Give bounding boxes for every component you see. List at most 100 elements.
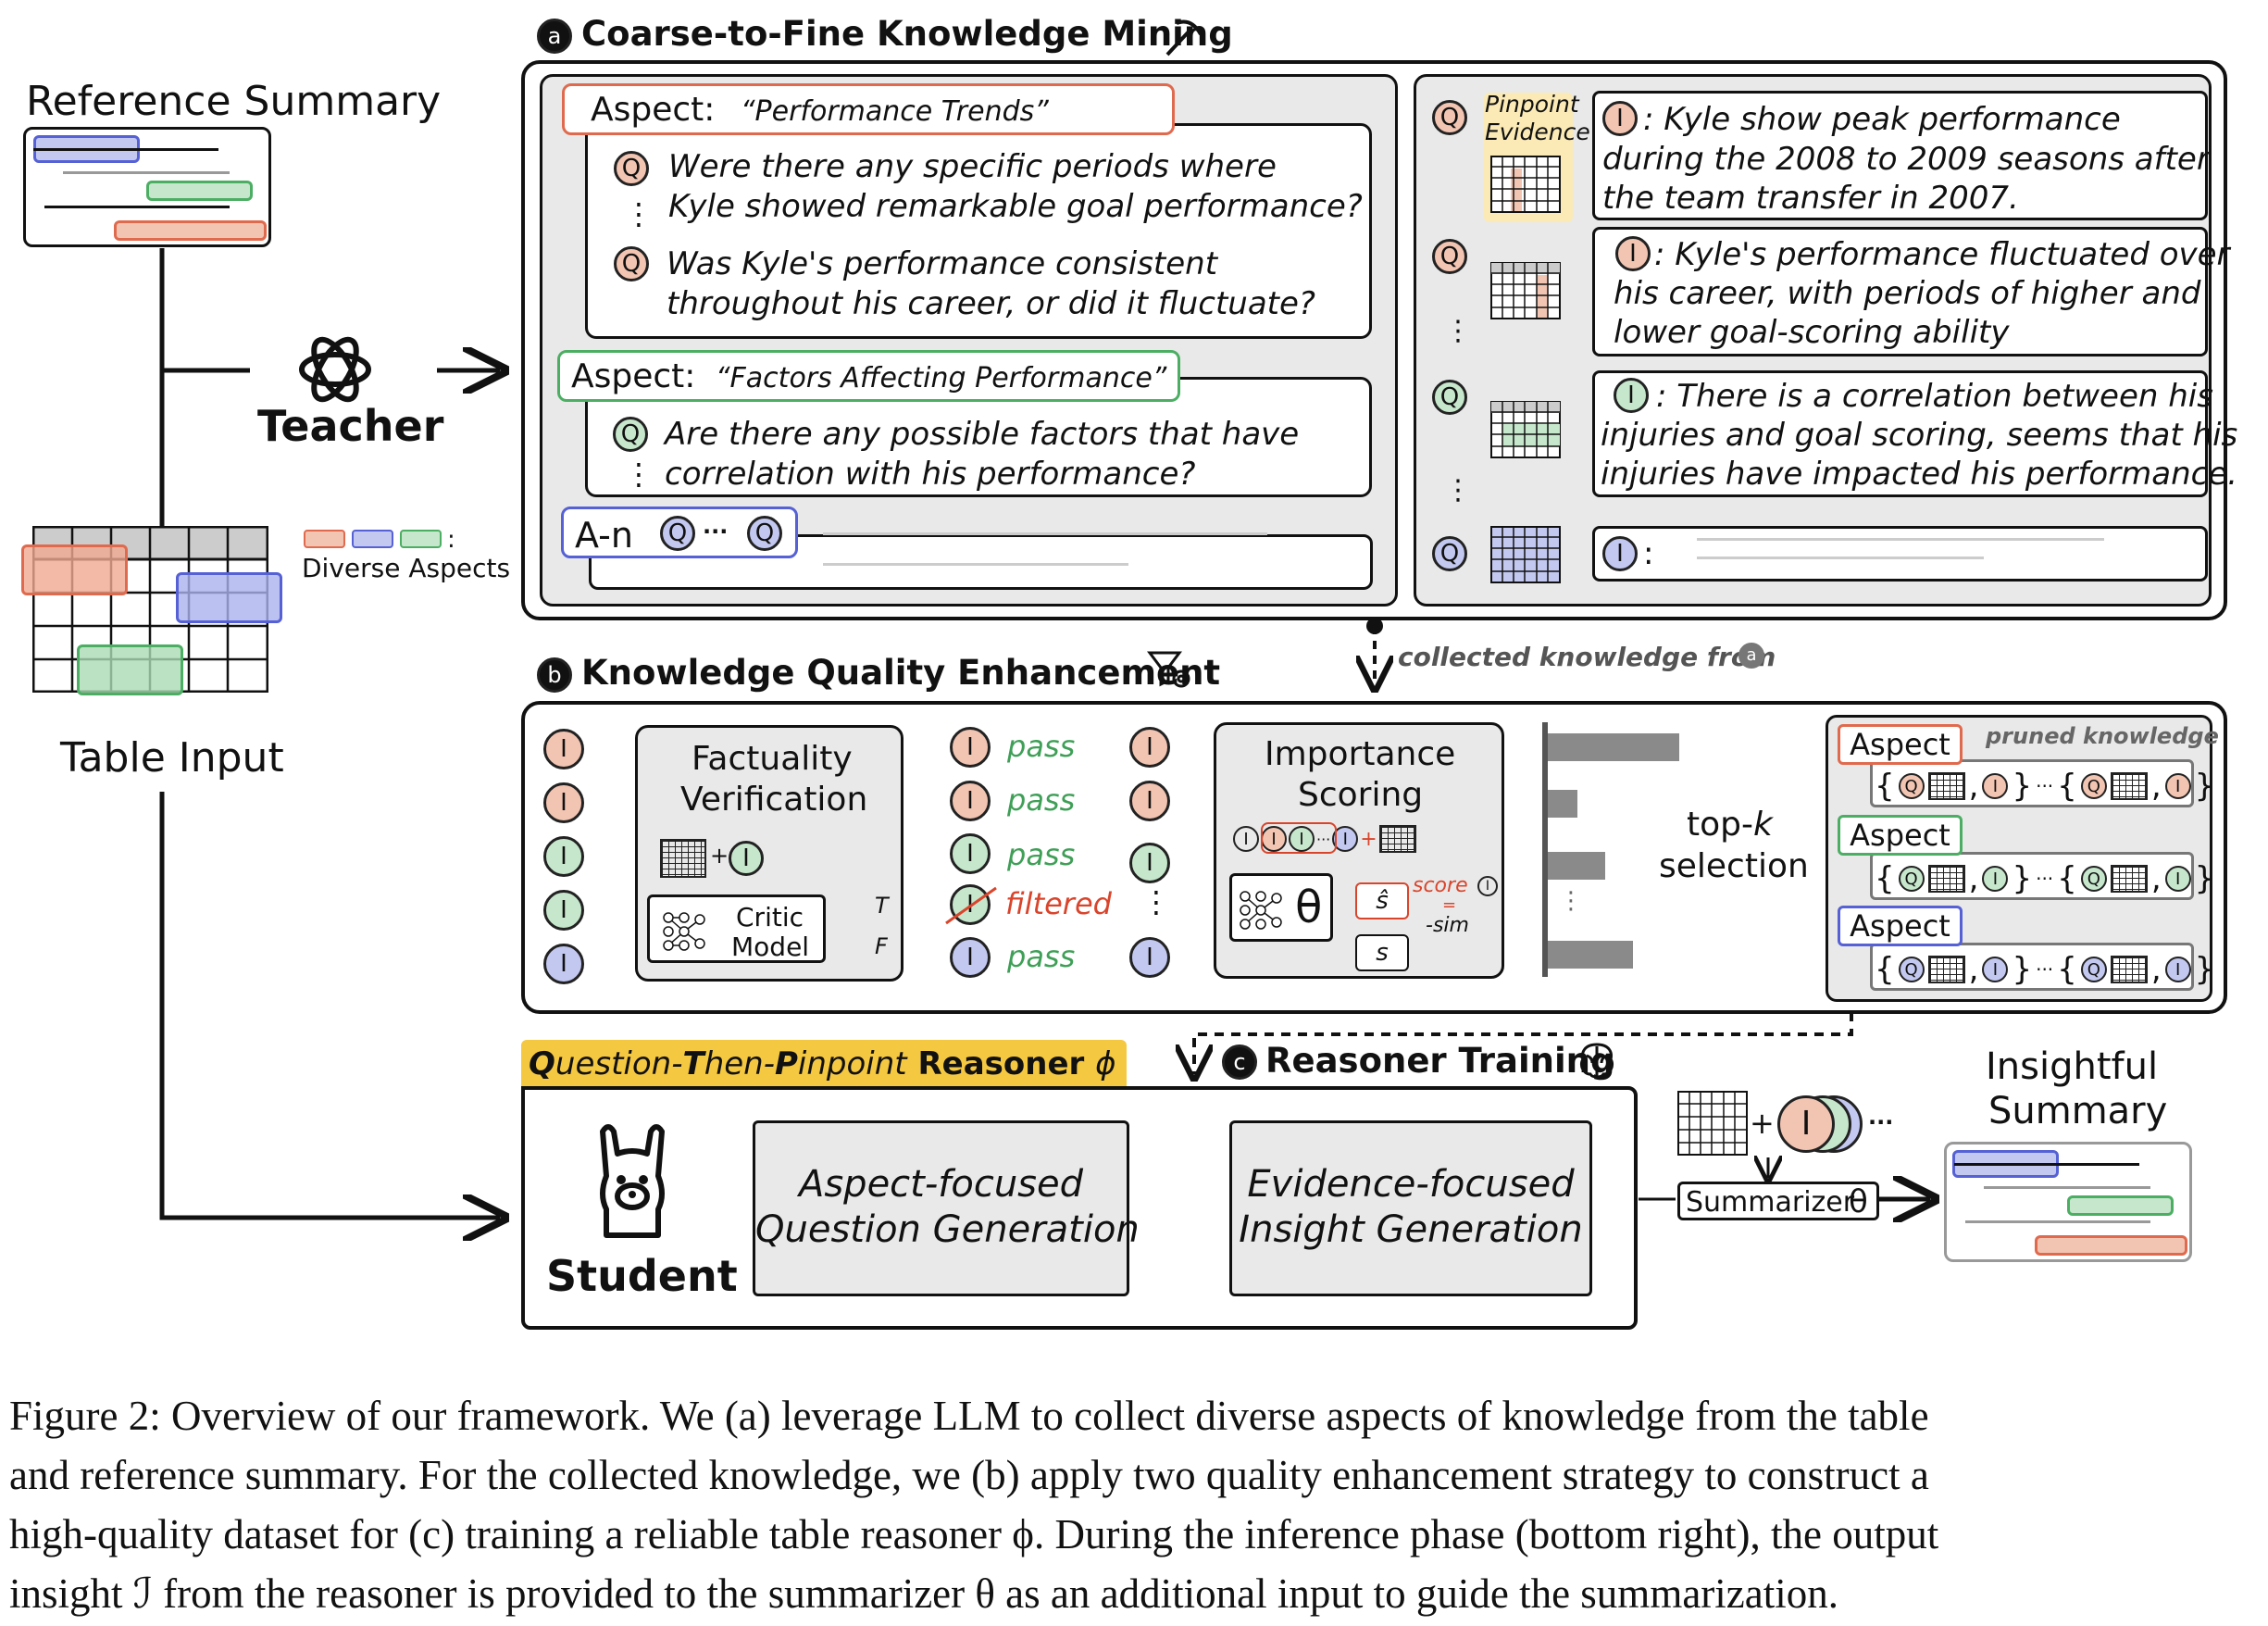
insight-icon: I bbox=[1129, 781, 1170, 821]
pruned-aspect-red: Aspect bbox=[1838, 724, 1963, 765]
panel-c-title: Reasoner Training bbox=[1265, 1041, 1615, 1081]
caption-line-1: Figure 2: Overview of our framework. We … bbox=[9, 1393, 1929, 1439]
panel-b-title: Knowledge Quality Enhancement bbox=[581, 653, 1221, 693]
score-bar bbox=[1548, 852, 1605, 880]
insight-icon: I bbox=[1602, 536, 1638, 571]
strike-icon bbox=[944, 886, 998, 925]
insight-icon: I bbox=[950, 781, 991, 821]
question-icon: Q bbox=[614, 151, 649, 186]
insight-icon: I bbox=[950, 937, 991, 978]
insight-icon: I bbox=[1129, 937, 1170, 978]
filter-gear-icon bbox=[1146, 644, 1194, 692]
summarizer-model-box: θ bbox=[1229, 873, 1333, 942]
caption-line-4: insight ℐ from the reasoner is provided … bbox=[9, 1570, 1838, 1617]
badge-b: b bbox=[537, 657, 572, 693]
insightful-label: Insightful bbox=[1986, 1045, 2159, 1088]
insight-box-1: I : Kyle show peak performance during th… bbox=[1592, 91, 2210, 220]
badge-c: c bbox=[1222, 1044, 1257, 1080]
insight-icon: I bbox=[543, 782, 584, 823]
insight-icon: I bbox=[543, 729, 584, 769]
insight-stack-icon: I bbox=[1777, 1095, 1835, 1153]
pass-label: pass bbox=[1007, 939, 1076, 974]
diverse-aspects-label: Diverse Aspects bbox=[302, 553, 511, 583]
aspect1-header: Aspect: “Performance Trends” bbox=[562, 83, 1175, 135]
summarizer-box: Summarizer θ bbox=[1677, 1182, 1879, 1220]
score-bar bbox=[1548, 733, 1679, 761]
table-input-label: Table Input bbox=[60, 734, 284, 782]
student-label: Student bbox=[546, 1251, 738, 1301]
filtered-label: filtered bbox=[1005, 886, 1112, 921]
evidence-table-icon bbox=[1490, 156, 1561, 213]
pass-label: pass bbox=[1007, 782, 1076, 818]
insight-box-4: I : bbox=[1592, 526, 2208, 582]
teacher-label: Teacher bbox=[257, 401, 444, 451]
evidence-table-icon bbox=[1490, 526, 1561, 583]
aspect1-questions-box bbox=[585, 123, 1372, 339]
table-to-student-arrow bbox=[159, 792, 500, 1218]
insight-box-2: I : Kyle's performance fluctuated over h… bbox=[1592, 227, 2230, 356]
knowledge-group: {Q,I} ··· {Q,I} bbox=[1875, 860, 2215, 897]
caption-line-3: high-quality dataset for (c) training a … bbox=[9, 1511, 1939, 1557]
collected-knowledge-label: collected knowledge from bbox=[1398, 642, 1776, 672]
question-icon: Q bbox=[1432, 100, 1467, 135]
question-icon: Q bbox=[613, 417, 648, 452]
critic-model-box: Critic Model bbox=[647, 894, 826, 963]
knowledge-group: {Q,I} ··· {Q,I} bbox=[1875, 951, 2215, 988]
badge-a-small: a bbox=[1738, 643, 1764, 669]
caption-line-2: and reference summary. For the collected… bbox=[9, 1452, 1929, 1498]
insight-icon: I bbox=[1615, 236, 1651, 271]
aspect-n-header: A-n Q ··· Q bbox=[561, 507, 798, 558]
question-icon: Q bbox=[1432, 239, 1467, 274]
insight-box-3: I : There is a correlation between his i… bbox=[1592, 370, 2237, 497]
insight-icon: I bbox=[543, 836, 584, 877]
legend-green-swatch bbox=[400, 530, 442, 548]
reference-summary-doc bbox=[23, 127, 271, 247]
insight-icon: I bbox=[1614, 378, 1649, 413]
insight-icon: I bbox=[543, 890, 584, 931]
insight-icon: I bbox=[950, 833, 991, 874]
question-generation-box: Aspect-focused Question Generation bbox=[753, 1120, 1140, 1296]
table-input-grid bbox=[21, 525, 282, 695]
summary-label: Summary bbox=[1988, 1090, 2168, 1132]
pickaxe-icon bbox=[1160, 14, 1204, 58]
legend-red-swatch bbox=[304, 530, 345, 548]
evidence-table-icon bbox=[1490, 262, 1561, 319]
insight-icon: I bbox=[1602, 101, 1638, 136]
insight-sequence: I I I ··· I + bbox=[1233, 822, 1416, 854]
topk-label: top-k bbox=[1687, 806, 1773, 844]
openai-logo-icon bbox=[294, 329, 376, 410]
pruned-aspect-blue: Aspect bbox=[1838, 906, 1963, 946]
pruned-to-training-arrow bbox=[1194, 995, 1853, 1074]
question-icon: Q bbox=[614, 246, 649, 281]
selection-label: selection bbox=[1659, 847, 1809, 885]
pruned-aspect-green: Aspect bbox=[1838, 815, 1963, 856]
insight-icon: I bbox=[543, 944, 584, 984]
question-icon: Q bbox=[1432, 380, 1467, 415]
evidence-table-icon bbox=[1490, 401, 1561, 458]
panel-a-title: Coarse-to-Fine Knowledge Mining bbox=[581, 14, 1233, 54]
score-axis bbox=[1542, 722, 1548, 977]
insight-icon: I bbox=[1129, 843, 1170, 883]
predicted-score-box: ŝ bbox=[1355, 882, 1409, 919]
score-bar bbox=[1548, 790, 1577, 818]
brain-icon bbox=[1576, 1039, 1618, 1082]
neural-network-icon bbox=[661, 908, 707, 955]
pruned-knowledge-label: pruned knowledge bbox=[1986, 723, 2219, 749]
reference-summary-label: Reference Summary bbox=[26, 78, 442, 125]
neural-network-icon bbox=[1238, 887, 1284, 933]
pass-label: pass bbox=[1007, 837, 1076, 872]
factuality-verification-box: Factuality Verification + I Critic Model… bbox=[635, 725, 903, 982]
badge-a: a bbox=[537, 19, 572, 54]
aspect2-header: Aspect: “Factors Affecting Performance” bbox=[557, 350, 1180, 402]
table-icon bbox=[1677, 1091, 1748, 1156]
score-bar bbox=[1548, 941, 1633, 969]
knowledge-group: {Q,I} ··· {Q,I} bbox=[1875, 768, 2215, 805]
reasoner-tag: Question-Then-Pinpoint Reasoner ϕ bbox=[521, 1040, 1127, 1086]
insight-generation-box: Evidence-focused Insight Generation bbox=[1229, 1120, 1592, 1296]
llama-icon bbox=[588, 1120, 677, 1241]
insight-icon: I bbox=[950, 727, 991, 768]
legend-blue-swatch bbox=[352, 530, 393, 548]
target-score-box: s bbox=[1355, 934, 1409, 971]
importance-scoring-box: Importance Scoring I I I ··· I + θ ŝ s s… bbox=[1214, 722, 1504, 979]
pass-label: pass bbox=[1007, 729, 1076, 764]
